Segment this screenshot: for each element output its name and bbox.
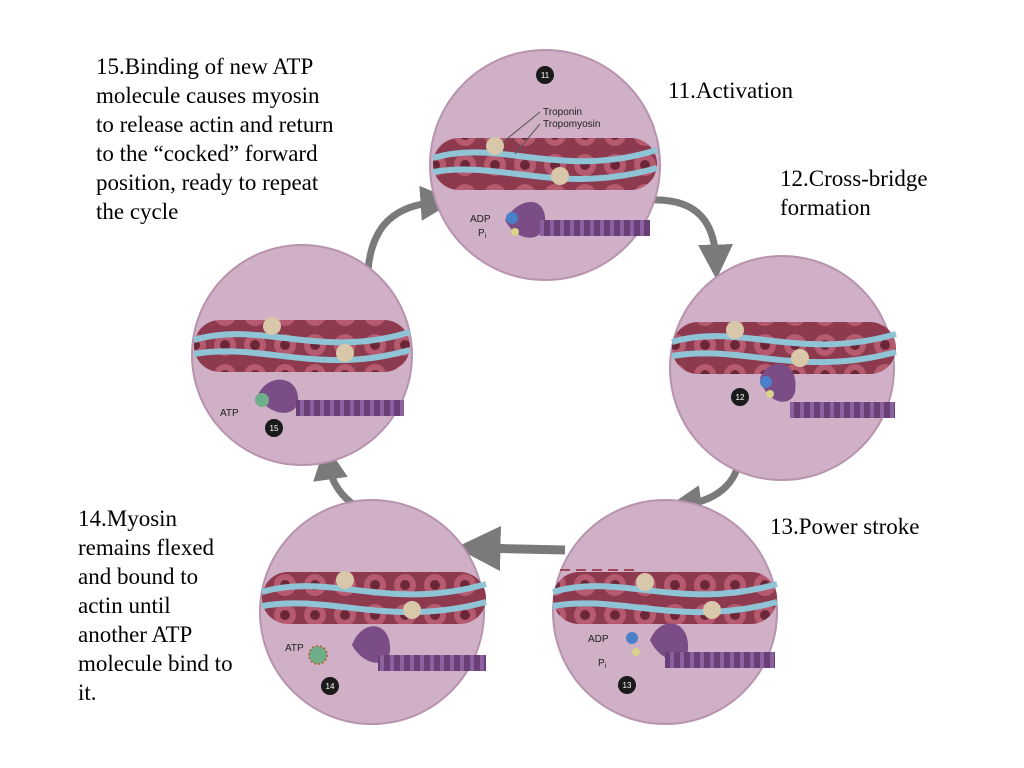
arrow-13-to-14 (455, 526, 566, 572)
panel-11: Troponin Tropomyosin ADP Pi 11 (429, 49, 661, 281)
step-badge-14 (321, 677, 339, 695)
phosphate-molecule (511, 228, 519, 236)
adp-molecule (506, 212, 518, 224)
adp-label: ADP (470, 214, 491, 225)
panel-13: ADP Pi 13 (552, 499, 778, 725)
myosin-head (352, 626, 391, 663)
caption-step-14: 14.Myosin remains flexed and bound to ac… (78, 506, 233, 705)
caption-step-12: 12.Cross-bridge formation (780, 166, 928, 220)
svg-text:15: 15 (270, 424, 279, 433)
actin-filament (433, 138, 657, 190)
pi-label: Pi (478, 228, 487, 240)
myosin-head (258, 379, 299, 413)
arrow-15-to-11 (364, 185, 456, 271)
step-badge-13 (618, 676, 636, 694)
svg-text:12: 12 (736, 393, 745, 402)
adp-label: ADP (588, 634, 609, 645)
pi-label: Pi (598, 658, 607, 670)
panel-14: ATP 14 (259, 499, 487, 725)
svg-text:13: 13 (623, 681, 632, 690)
myosin-head (650, 623, 689, 661)
arrow-11-to-12 (649, 196, 734, 280)
myosin-tail (540, 220, 650, 236)
caption-step-11: 11.Activation (668, 78, 793, 103)
atp-molecule (255, 393, 269, 407)
panel-15: ATP 15 (191, 244, 413, 466)
atp-molecule (308, 645, 328, 665)
troponin-complex (486, 137, 504, 155)
tropomyosin-strand (432, 147, 658, 165)
panel-12: 12 (669, 255, 897, 481)
atp-label: ATP (220, 408, 239, 419)
caption-step-15: 15.Binding of new ATP molecule causes my… (96, 54, 334, 224)
tropomyosin-label: Tropomyosin (543, 119, 600, 130)
caption-step-13: 13.Power stroke (770, 514, 920, 539)
step-badge-12 (731, 388, 749, 406)
svg-text:14: 14 (326, 682, 335, 691)
atp-label: ATP (285, 643, 304, 654)
svg-text:11: 11 (541, 71, 550, 80)
step-badge-11 (536, 66, 554, 84)
troponin-label: Troponin (543, 107, 582, 118)
step-badge-15 (265, 419, 283, 437)
